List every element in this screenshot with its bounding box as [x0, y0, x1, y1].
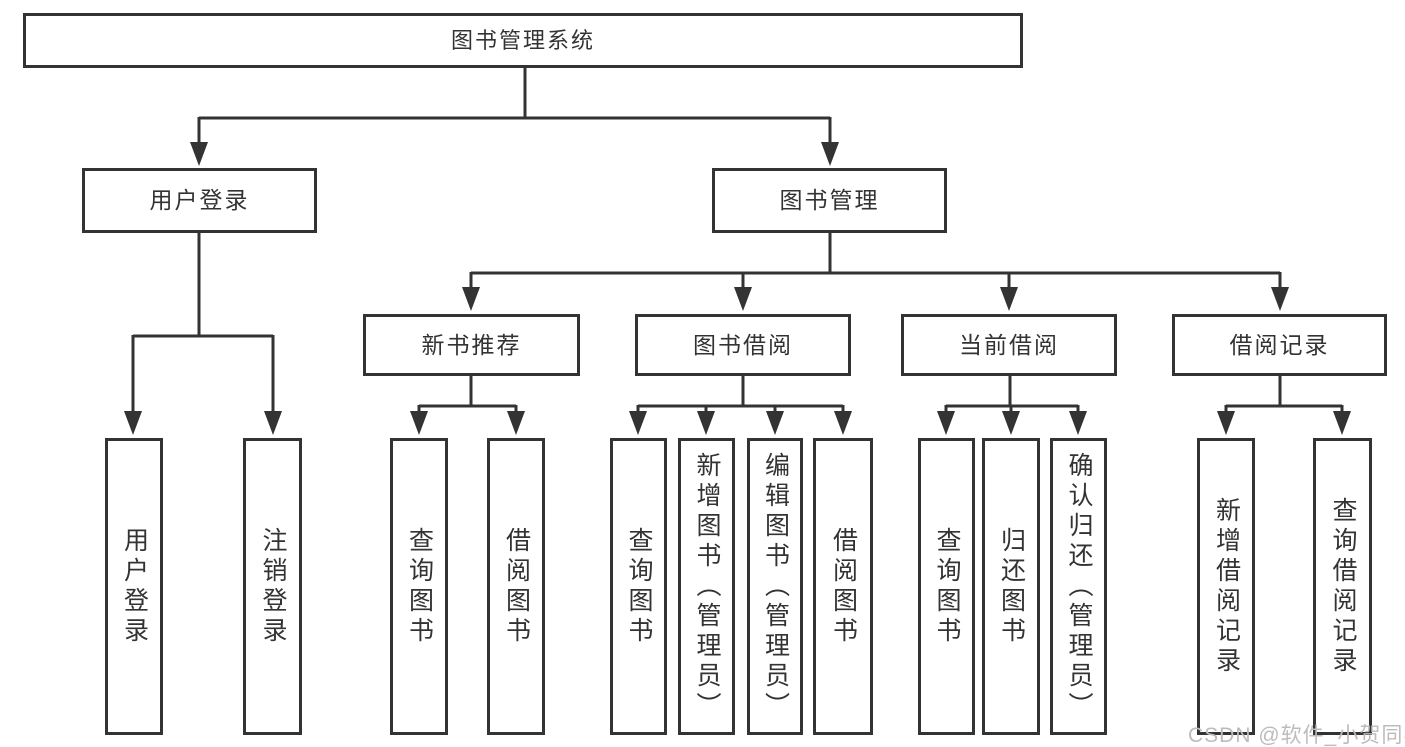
leaf-logout: 注销登录 — [243, 438, 302, 735]
node-label: 借阅记录 — [1229, 331, 1330, 358]
leaf-label: 用户登录 — [120, 526, 149, 647]
node-label: 新书推荐 — [421, 331, 522, 358]
leaf-borrow-add-book-admin: 新增图书（管理员） — [678, 438, 735, 735]
leaf-label: 新增借阅记录 — [1212, 496, 1241, 677]
node-book-borrowing: 图书借阅 — [635, 314, 851, 376]
leaf-label: 查询借阅记录 — [1329, 496, 1357, 677]
node-label: 图书管理系统 — [450, 27, 595, 53]
leaf-label: 借阅图书 — [829, 526, 858, 647]
node-label: 图书借阅 — [693, 331, 793, 358]
node-book-management: 图书管理 — [712, 168, 947, 233]
node-label: 用户登录 — [149, 187, 250, 213]
csdn-watermark: CSDN @软件_小贺同学 — [1188, 724, 1405, 747]
leaf-label: 归还图书 — [997, 526, 1026, 647]
leaf-label: 查询图书 — [405, 526, 434, 647]
leaf-current-query-books: 查询图书 — [918, 438, 975, 735]
node-borrowing-records: 借阅记录 — [1172, 314, 1387, 376]
leaf-user-login: 用户登录 — [105, 438, 163, 735]
leaf-label: 新增图书（管理员） — [693, 451, 721, 722]
leaf-current-confirm-return-admin: 确认归还（管理员） — [1050, 438, 1107, 735]
leaf-current-return-books: 归还图书 — [982, 438, 1040, 735]
node-label: 当前借阅 — [959, 331, 1059, 358]
leaf-records-add-borrow-record: 新增借阅记录 — [1197, 438, 1255, 735]
node-current-borrowing: 当前借阅 — [901, 314, 1117, 376]
node-new-book-recommend: 新书推荐 — [363, 314, 580, 376]
arrowheads — [124, 142, 1351, 435]
node-user-login: 用户登录 — [82, 168, 317, 233]
node-label: 图书管理 — [779, 187, 880, 213]
leaf-label: 确认归还（管理员） — [1065, 451, 1093, 722]
leaf-borrow-borrow-books: 借阅图书 — [813, 438, 873, 735]
leaf-label: 查询图书 — [625, 526, 653, 647]
leaf-newbook-borrow-books: 借阅图书 — [487, 438, 545, 735]
leaf-borrow-query-books: 查询图书 — [610, 438, 667, 735]
leaf-label: 编辑图书（管理员） — [761, 451, 790, 722]
leaf-label: 查询图书 — [933, 526, 961, 647]
leaf-label: 借阅图书 — [502, 526, 531, 647]
node-library-management-system: 图书管理系统 — [23, 13, 1023, 68]
leaf-records-query-borrow-record: 查询借阅记录 — [1313, 438, 1372, 735]
leaf-borrow-edit-book-admin: 编辑图书（管理员） — [747, 438, 803, 735]
leaf-newbook-query-books: 查询图书 — [390, 438, 448, 735]
leaf-label: 注销登录 — [259, 526, 287, 647]
